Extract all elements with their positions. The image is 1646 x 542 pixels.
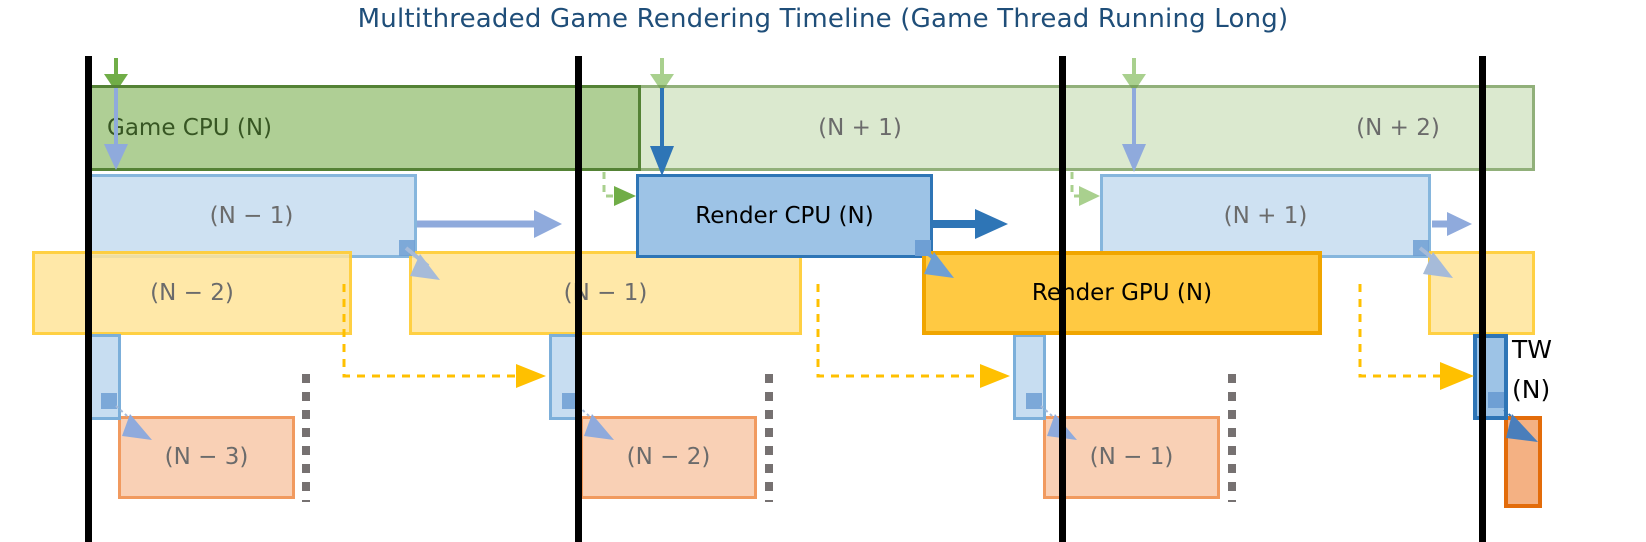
display-bar-n[interactable] [1504, 416, 1542, 508]
render-gpu-bar-n-minus-1[interactable]: (N − 1) [409, 251, 802, 335]
render-cpu-notch-2 [915, 240, 931, 256]
frame-line-2 [575, 56, 582, 542]
bar-label: Game CPU (N) [107, 114, 273, 141]
frame-line-3 [1059, 56, 1066, 542]
render-cpu-bar-n-plus-1[interactable]: (N + 1) [1100, 174, 1431, 258]
display-bar-n-minus-1[interactable]: (N − 1) [1043, 416, 1220, 499]
frame-line-1 [85, 56, 92, 542]
bar-label: Render CPU (N) [695, 202, 874, 229]
display-bar-n-minus-3[interactable]: (N − 3) [118, 416, 295, 499]
separator-dots-3 [1228, 374, 1236, 502]
bar-label: (N − 1) [209, 202, 294, 229]
bar-label: (N − 1) [563, 279, 648, 306]
bar-label: (N + 1) [1223, 202, 1308, 229]
render-cpu-notch-3 [1413, 240, 1429, 256]
bar-label: Render GPU (N) [1031, 279, 1213, 306]
bar-label: (N − 2) [626, 444, 711, 470]
page-title: Multithreaded Game Rendering Timeline (G… [357, 4, 1289, 34]
vsync-tick-arrows [104, 58, 1146, 92]
render-cpu-bar-n[interactable]: Render CPU (N) [636, 174, 933, 258]
bar-label: (N − 2) [150, 279, 234, 306]
separator-dots-2 [765, 374, 773, 502]
display-bar-n-minus-2[interactable]: (N − 2) [580, 416, 757, 499]
separator-dots-1 [302, 374, 310, 502]
bar-label: (N − 1) [1089, 444, 1174, 470]
time-warp-notch-2 [562, 393, 578, 409]
render-cpu-notch-1 [399, 240, 415, 256]
time-warp-notch-3 [1026, 393, 1042, 409]
time-warp-label-bottom: (N) [1512, 375, 1551, 404]
bar-label: (N + 1) [818, 114, 902, 141]
time-warp-notch-n [1488, 392, 1504, 408]
render-gpu-bar-n[interactable]: Render GPU (N) [922, 251, 1322, 335]
render-cpu-bar-n-minus-1[interactable]: (N − 1) [86, 174, 417, 258]
time-warp-label-top: TW [1512, 335, 1552, 364]
game-cpu-bar-n[interactable]: Game CPU (N) [86, 85, 641, 171]
bar-label: (N − 3) [164, 444, 249, 470]
time-warp-notch-1 [101, 393, 117, 409]
render-gpu-bar-n-minus-2[interactable]: (N − 2) [32, 251, 352, 335]
bar-label-2: (N + 2) [1356, 114, 1440, 141]
frame-line-4 [1479, 56, 1486, 542]
